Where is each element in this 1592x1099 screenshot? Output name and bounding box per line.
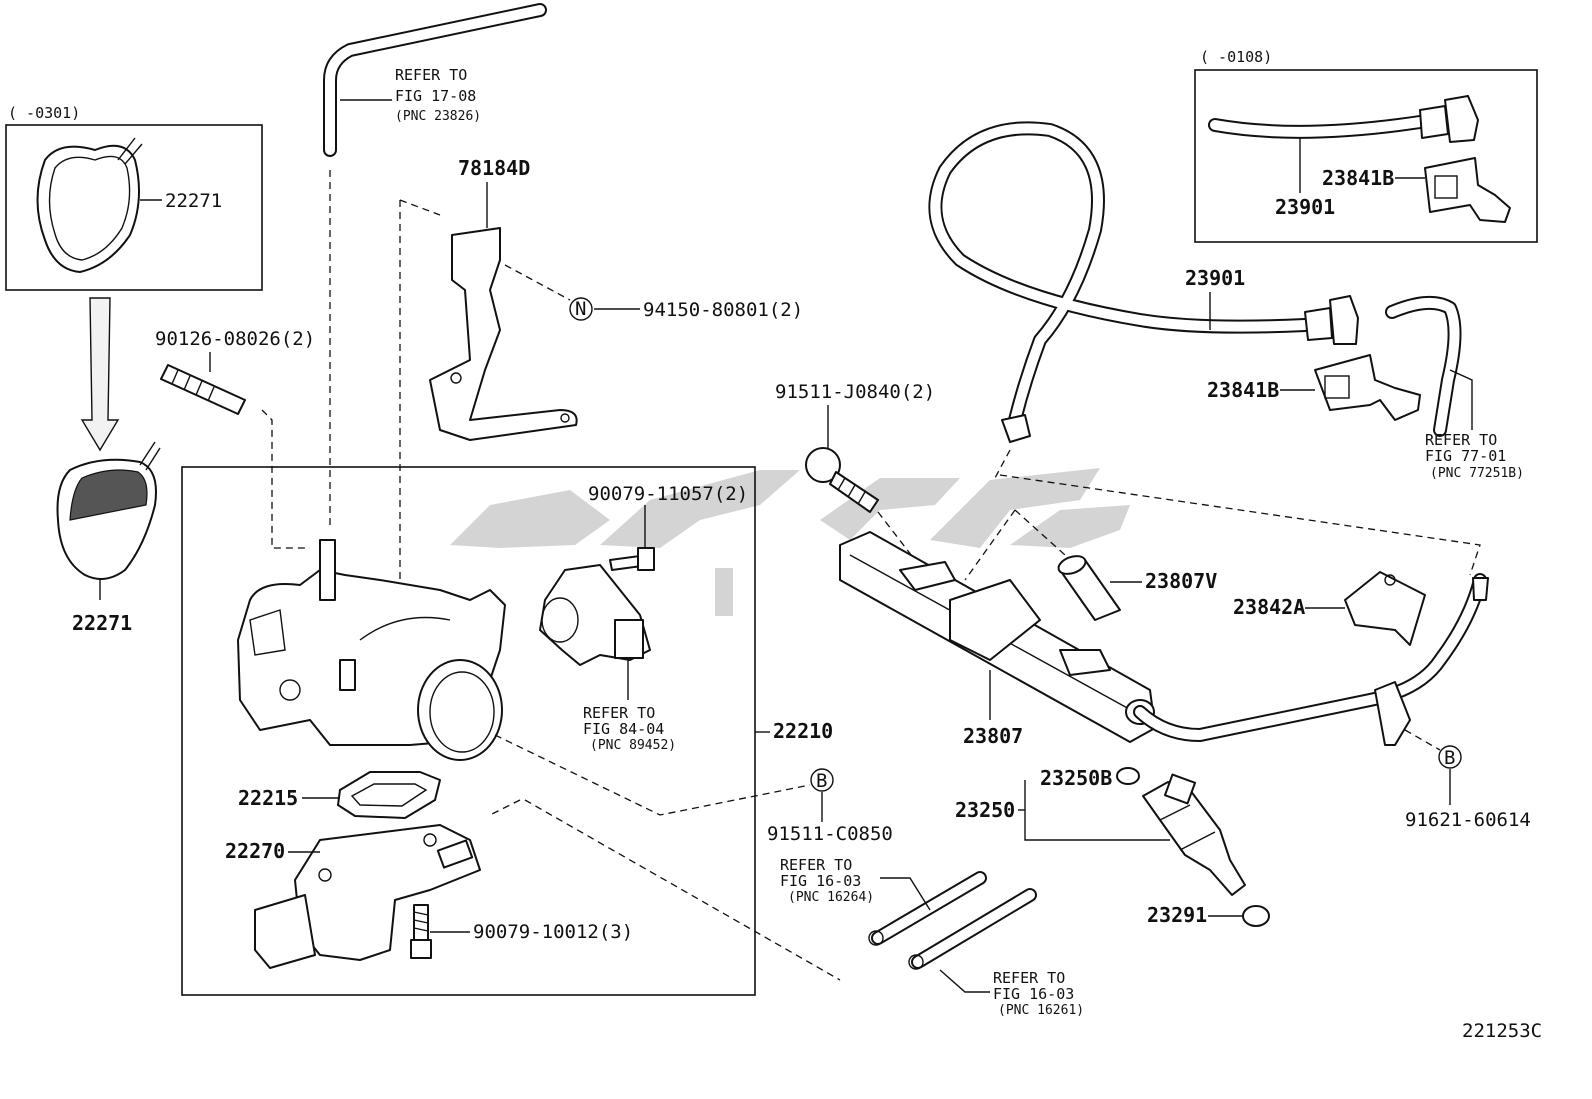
svg-text:(PNC 77251B): (PNC 77251B) [1430,466,1524,481]
svg-text:(PNC 16264): (PNC 16264) [788,890,874,905]
hose-77-01-icon [1385,295,1462,437]
callout-22271: 22271 [72,611,132,635]
fuel-rail-icon [839,531,1156,743]
pulsation-damper-icon [1057,555,1121,621]
fuel-hose-loop-icon [928,121,1359,443]
marker-n: N [569,297,593,321]
hose-pair-icon [868,871,1037,970]
callout-22215: 22215 [238,786,298,810]
o-ring-icon [1116,767,1140,785]
seal-icon [1242,905,1270,927]
clip-23841b-icon [1314,354,1421,421]
bracket-icon [429,227,578,441]
svg-text:FIG 77-01: FIG 77-01 [1425,447,1506,465]
diagram-id: 221253C [1462,1020,1542,1042]
svg-text:REFER TO: REFER TO [1425,431,1497,449]
idle-air-valve-icon [254,824,481,969]
arrow-down-icon [80,297,120,452]
vacuum-hose-icon [323,3,547,157]
refer-note-77251: REFER TO FIG 77-01 (PNC 77251B) [1425,431,1524,481]
bolt-icon [805,447,879,513]
watermark-logo [450,468,1130,616]
screw-icon [609,547,655,571]
callout-22270: 22270 [225,839,285,863]
stud-bolt-icon [160,364,246,415]
marker-b-2: B [1438,745,1462,769]
callout-23291: 23291 [1147,903,1207,927]
svg-text:(PNC 16261): (PNC 16261) [998,1003,1084,1018]
callout-90079-10012: 90079-10012(3) [473,921,633,943]
inset-hose-icon [1208,95,1479,143]
throttle-sensor-icon [539,564,651,666]
svg-text:FIG 16-03: FIG 16-03 [993,985,1074,1003]
svg-text:REFER TO: REFER TO [780,856,852,874]
gasket-screen-22271-icon [56,441,161,580]
svg-text:REFER TO: REFER TO [993,969,1065,987]
svg-text:N: N [575,298,586,320]
svg-text:FIG 17-08: FIG 17-08 [395,87,476,105]
callout-91511-C0850: 91511-C0850 [767,823,893,845]
callout-22271-inset: 22271 [165,190,222,212]
marker-b-1: B [810,768,834,792]
gasket-22215-icon [337,771,441,819]
svg-text:FIG 84-04: FIG 84-04 [583,720,664,738]
clamp-23842a-icon [1344,571,1426,646]
callout-91511-J0840: 91511-J0840(2) [775,381,935,403]
callout-90079-11057: 90079-11057(2) [588,483,748,505]
callout-23807: 23807 [963,724,1023,748]
throttle-body-icon [237,539,506,761]
inset-date-range-2: ( -0108) [1200,48,1272,66]
fuel-pipe-icon [1133,573,1489,746]
throttle-body-frame [181,466,756,996]
inset-clip-icon [1424,157,1511,223]
callout-23841B: 23841B [1207,378,1279,402]
callout-94150: 94150-80801(2) [643,299,803,321]
svg-text:B: B [816,770,827,792]
callout-23250B: 23250B [1040,766,1112,790]
callout-23807V: 23807V [1145,569,1217,593]
svg-text:(PNC 89452): (PNC 89452) [590,738,676,753]
callout-23901: 23901 [1185,266,1245,290]
svg-text:REFER TO: REFER TO [395,66,467,84]
refer-note-16261: REFER TO FIG 16-03 (PNC 16261) [993,969,1084,1018]
callout-90126: 90126-08026(2) [155,328,315,350]
callout-23250: 23250 [955,798,1015,822]
callout-23842A: 23842A [1233,595,1305,619]
callout-91621: 91621-60614 [1405,809,1531,831]
inset-gasket-box: ( -0301) 22271 [5,104,263,291]
callout-22210: 22210 [773,719,833,743]
svg-text:FIG 16-03: FIG 16-03 [780,872,861,890]
gasket-22271-icon [36,137,143,273]
injector-icon [1142,773,1246,896]
screw-icon-2 [410,904,432,959]
refer-note-89452: REFER TO FIG 84-04 (PNC 89452) [583,704,676,753]
inset-hose-box [1194,69,1538,243]
svg-text:REFER TO: REFER TO [583,704,655,722]
callout-78184D: 78184D [458,156,530,180]
refer-note-23826: REFER TO FIG 17-08 (PNC 23826) [395,66,481,124]
refer-note-16264: REFER TO FIG 16-03 (PNC 16264) [780,856,874,905]
svg-text:B: B [1444,747,1455,769]
svg-text:(PNC 23826): (PNC 23826) [395,109,481,124]
callout-23901-inset: 23901 [1275,195,1335,219]
inset-date-range: ( -0301) [8,104,80,122]
callout-23841B-inset: 23841B [1322,166,1394,190]
